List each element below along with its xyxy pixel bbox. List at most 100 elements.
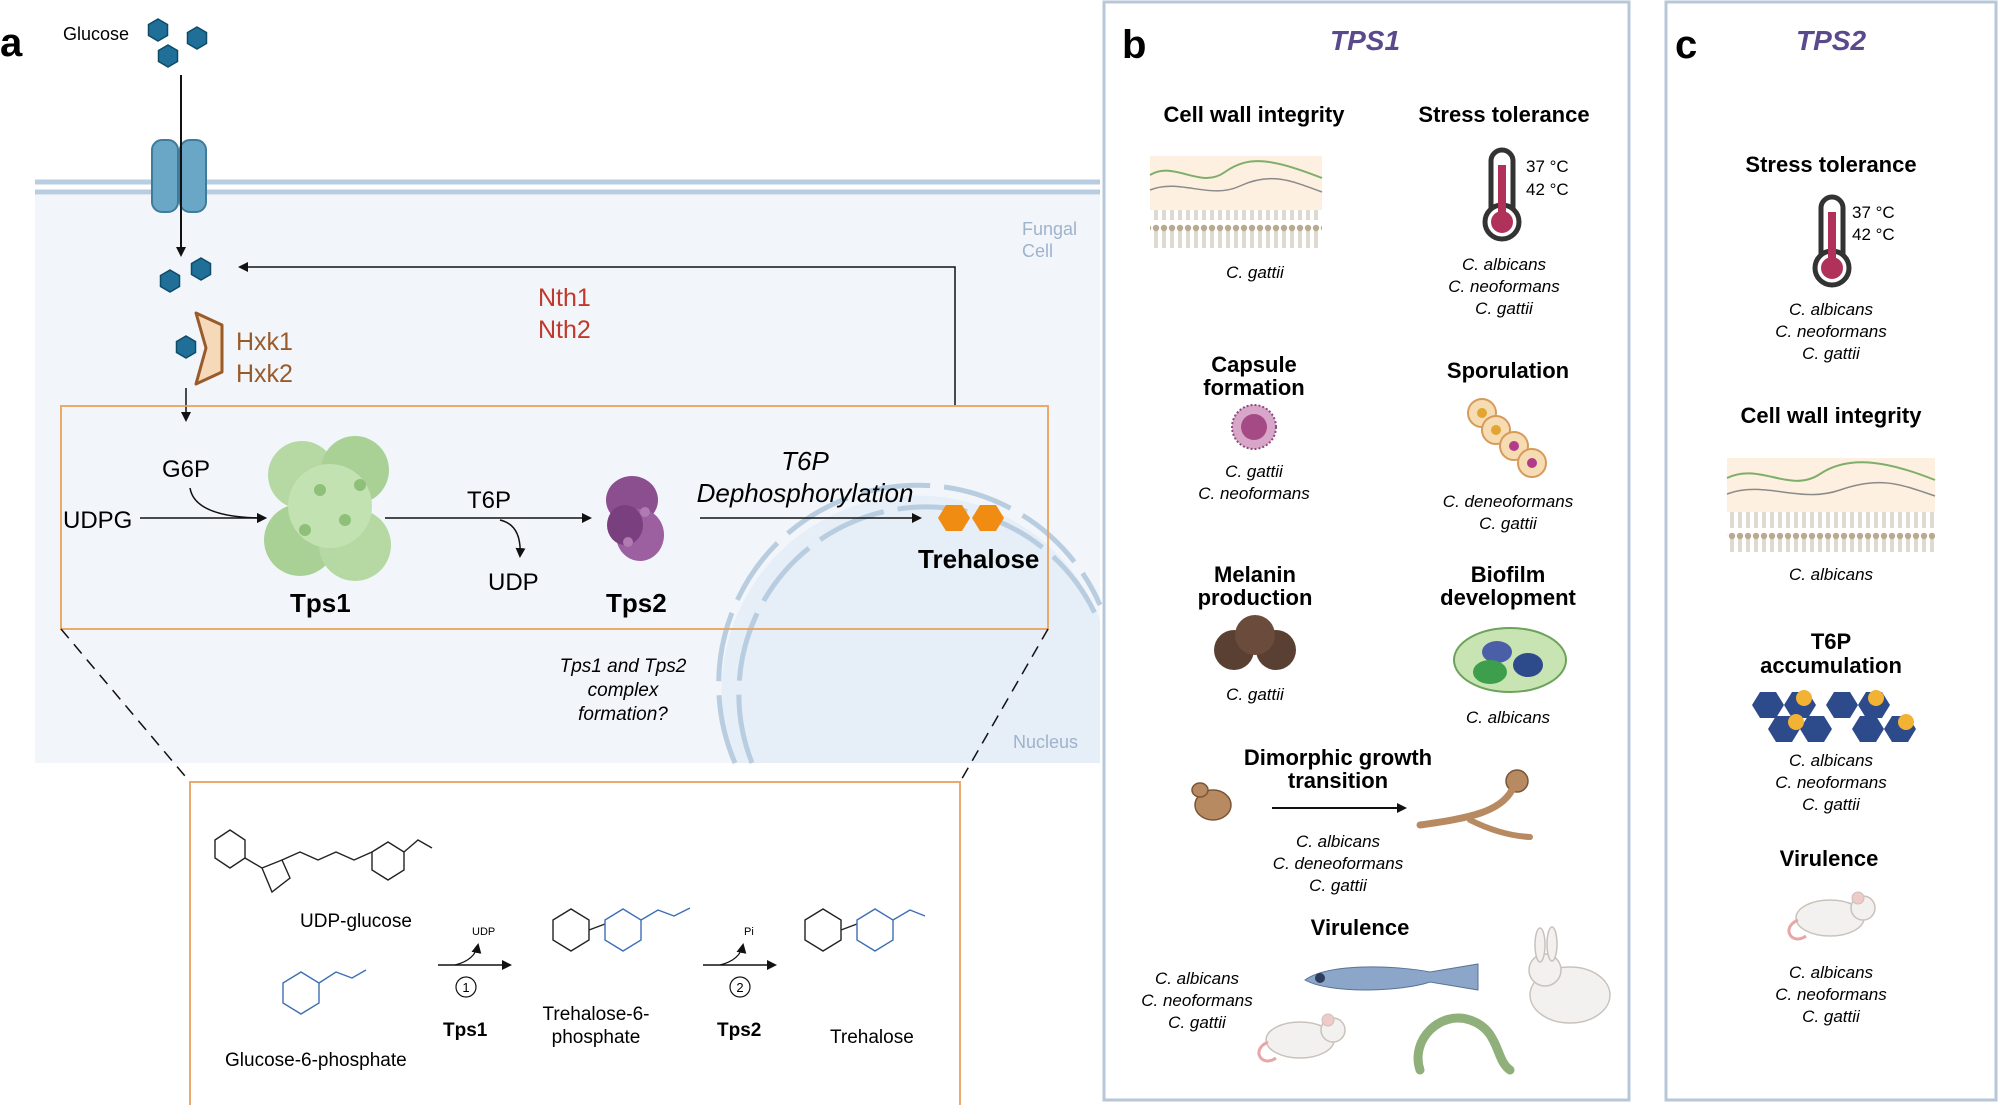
c-virulence-title: Virulence: [1780, 846, 1879, 871]
step2-number: 2: [736, 980, 743, 995]
b-melanin-icon: [1214, 615, 1296, 670]
glucose-molecules-outside: [147, 18, 208, 68]
b-biofilm-title-1: Biofilm: [1471, 562, 1546, 587]
hexokinase-icon: [175, 311, 224, 386]
c-t6p-molecules-icon: [1752, 690, 1916, 742]
c-stress-species-2: C. neoformans: [1775, 322, 1887, 341]
b-virulence-species-1: C. albicans: [1155, 969, 1240, 988]
t6p-chem-label-2: phosphate: [552, 1027, 641, 1048]
zoom-line-right: [959, 628, 1049, 783]
panel-b-title: TPS1: [1330, 25, 1400, 56]
c-t6p-species-3: C. gattii: [1802, 795, 1861, 814]
b-capsule-species-2: C. neoformans: [1198, 484, 1310, 503]
trehalose-structure: [804, 908, 926, 952]
step1-udp-label: UDP: [472, 926, 495, 938]
glucose-transporter: [151, 139, 207, 213]
c-thermometer-icon: [1812, 194, 1852, 288]
c-t6p-title-1: T6P: [1811, 629, 1851, 654]
b-stress-species-2: C. neoformans: [1448, 277, 1560, 296]
c-cell-wall-title: Cell wall integrity: [1741, 403, 1923, 428]
b-melanin-species-1: C. gattii: [1226, 685, 1285, 704]
c-temp-1: 37 °C: [1852, 203, 1895, 222]
trehalose-chem-label: Trehalose: [830, 1027, 914, 1048]
degradation-arrow: [238, 262, 956, 405]
tps2-label: Tps2: [606, 588, 667, 618]
nucleus-label: Nucleus: [1013, 732, 1078, 752]
b-capsule-title-2: formation: [1203, 375, 1304, 400]
step2-circle: [729, 976, 751, 998]
g6p-structure: [282, 969, 367, 1015]
b-biofilm-icon: [1453, 627, 1567, 693]
trehalose-icon: [938, 505, 1004, 531]
synthesis-box: [60, 405, 1049, 630]
hxk1-label: Hxk1: [236, 328, 293, 356]
panel-a: a Fungal Cell Nucleus Glucose: [0, 18, 1103, 1105]
c-temp-2: 42 °C: [1852, 225, 1895, 244]
b-virulence-species-2: C. neoformans: [1141, 991, 1253, 1010]
c-cell-wall-icon: [1726, 458, 1936, 552]
b-stress-species-3: C. gattii: [1475, 299, 1534, 318]
complex-question-2: complex: [588, 680, 660, 701]
fungal-cell-label-1: Fungal: [1022, 219, 1077, 239]
c-t6p-species-2: C. neoformans: [1775, 773, 1887, 792]
b-capsule-icon: [1231, 404, 1277, 450]
c-stress-species-3: C. gattii: [1802, 344, 1861, 363]
udp-glucose-structure: [214, 829, 433, 894]
step1-enzyme: Tps1: [443, 1020, 488, 1041]
b-dimorphic-species-3: C. gattii: [1309, 876, 1368, 895]
b-sporulation-title: Sporulation: [1447, 358, 1569, 383]
b-cell-wall-title: Cell wall integrity: [1164, 102, 1346, 127]
panel-b-letter: b: [1122, 23, 1146, 67]
dephos-label-1: T6P: [781, 446, 829, 476]
cell-membrane: [35, 179, 1100, 195]
tps1-label: Tps1: [290, 588, 351, 618]
complex-question-1: Tps1 and Tps2: [560, 656, 687, 677]
step1-udp-arrow: [454, 943, 482, 966]
g6p-chem-label: Glucose-6-phosphate: [225, 1050, 407, 1071]
b-sporulation-species-2: C. gattii: [1479, 514, 1538, 533]
step1-number: 1: [462, 980, 469, 995]
b-spores-icon: [1467, 398, 1547, 478]
b-cell-wall-species-1: C. gattii: [1226, 263, 1285, 282]
b-dimorphic-title-1: Dimorphic growth: [1244, 745, 1432, 770]
b-virulence-species-3: C. gattii: [1168, 1013, 1227, 1032]
glucose-label: Glucose: [63, 24, 129, 44]
nth2-label: Nth2: [538, 316, 591, 344]
b-cell-wall-icon: [1149, 156, 1323, 250]
t6p-chem-label-1: Trehalose-6-: [542, 1004, 649, 1025]
b-mouse-icon: [1257, 1013, 1346, 1063]
t6p-label: T6P: [467, 487, 511, 514]
chemistry-box: [189, 781, 961, 1105]
b-zebrafish-icon: [1304, 963, 1479, 991]
panel-c: c TPS2 Stress tolerance 37 °C 42 °C C. a…: [1664, 0, 1998, 1102]
udp-glucose-label: UDP-glucose: [300, 911, 412, 932]
b-biofilm-title-2: development: [1440, 585, 1576, 610]
b-temp-2: 42 °C: [1526, 180, 1569, 199]
c-stress-species-1: C. albicans: [1789, 300, 1874, 319]
c-cell-wall-species-1: C. albicans: [1789, 565, 1874, 584]
b-thermometer-icon: [1482, 147, 1522, 242]
b-dimorphic-species-1: C. albicans: [1296, 832, 1381, 851]
b-melanin-title-1: Melanin: [1214, 562, 1296, 587]
tps2-protein-icon: [606, 476, 664, 561]
b-stress-species-1: C. albicans: [1462, 255, 1547, 274]
panel-a-letter: a: [0, 21, 23, 65]
hxk2-label: Hxk2: [236, 360, 293, 388]
c-mouse-icon: [1787, 891, 1876, 941]
zoom-line-left: [60, 628, 191, 783]
b-biofilm-species-1: C. albicans: [1466, 708, 1551, 727]
b-capsule-title-1: Capsule: [1211, 352, 1297, 377]
udpg-label: UDPG: [63, 507, 132, 534]
b-sporulation-species-1: C. deneoformans: [1443, 492, 1574, 511]
c-t6p-species-1: C. albicans: [1789, 751, 1874, 770]
nth1-label: Nth1: [538, 284, 591, 312]
c-virulence-species-1: C. albicans: [1789, 963, 1874, 982]
trehalose-label: Trehalose: [918, 544, 1039, 574]
panel-c-letter: c: [1675, 23, 1697, 67]
panel-b: b TPS1 Cell wall integrity C. gattii Str…: [1102, 0, 1631, 1102]
b-hyphae-icon: [1416, 769, 1533, 840]
b-nematode-icon: [1413, 1013, 1515, 1075]
b-dimorphic-species-2: C. deneoformans: [1273, 854, 1404, 873]
step2-pi-arrow: [719, 943, 747, 966]
